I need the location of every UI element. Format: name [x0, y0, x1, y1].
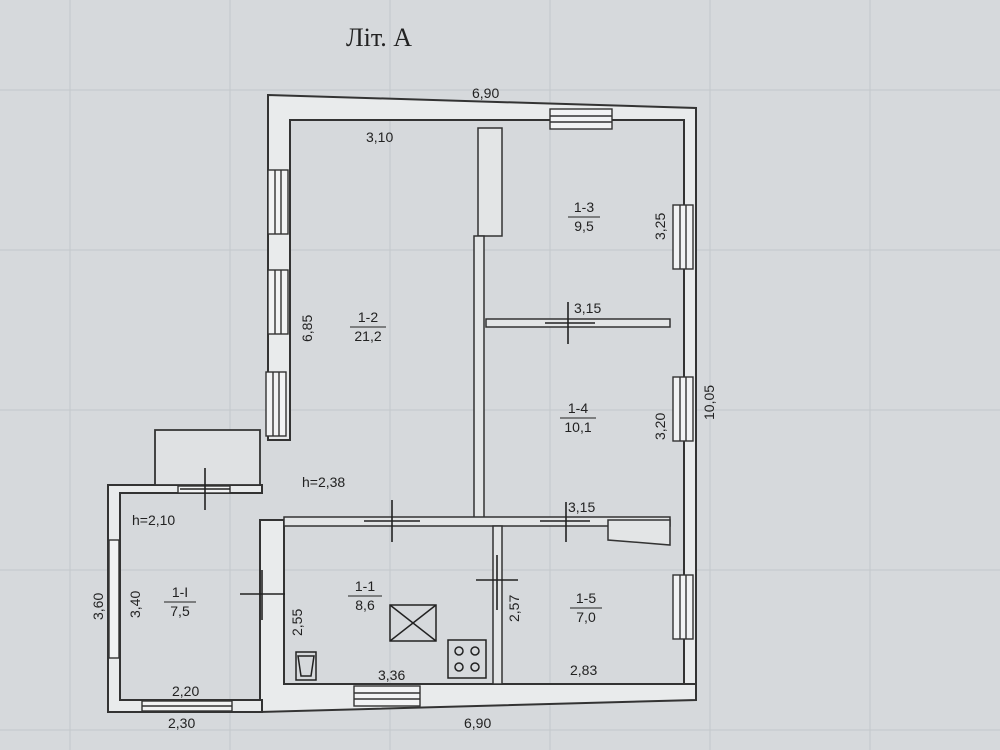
annex-ceiling-height: h=2,10	[132, 512, 175, 528]
room-1-3-id: 1-3	[574, 199, 594, 215]
door-14-15	[540, 502, 590, 542]
window-left-3	[265, 371, 287, 437]
room-labels: 1-2 21,2 1-3 9,5 1-4 10,1 1-5 7,0 1-1 8,…	[164, 199, 602, 625]
door-12-11	[364, 500, 420, 542]
window-right-1	[672, 204, 694, 270]
window-annex-bottom	[141, 700, 233, 712]
window-annex-left	[108, 539, 120, 659]
dimension-labels: 6,90 3,10 6,85 10,05 3,25 3,15 3,20 3,15…	[90, 85, 717, 731]
room-1-3-area: 9,5	[574, 218, 594, 234]
room-1-2-area: 21,2	[354, 328, 381, 344]
dim-bottom-outer: 6,90	[464, 715, 491, 731]
room-1-5-label: 1-5 7,0	[570, 590, 602, 625]
fixtures	[295, 604, 487, 681]
room-1-2-label: 1-2 21,2	[350, 309, 386, 344]
door-annex-entry	[180, 468, 230, 510]
dim-annex-inner-width: 2,20	[172, 683, 199, 699]
interior-partitions	[283, 127, 671, 685]
dim-top-inner: 3,10	[366, 129, 393, 145]
door-annex-11	[240, 570, 285, 620]
dim-room14-height: 3,20	[652, 413, 668, 440]
dim-annex-inner-height: 3,40	[127, 591, 143, 618]
dim-left-main: 6,85	[299, 315, 315, 342]
heating-stove-icon	[389, 604, 437, 642]
windows	[108, 108, 694, 712]
room-1-5-area: 7,0	[576, 609, 596, 625]
dim-room15-width-top: 3,15	[568, 499, 595, 515]
annex-walls	[107, 429, 263, 713]
room-1-1-label: 1-1 8,6	[348, 578, 382, 613]
room-1-1-area: 8,6	[355, 597, 375, 613]
room-1-2-id: 1-2	[358, 309, 378, 325]
dim-annex-outer-height: 3,60	[90, 593, 106, 620]
window-left-1	[267, 169, 289, 235]
dim-room15-width: 2,83	[570, 662, 597, 678]
room-annex-area: 7,5	[170, 603, 190, 619]
boiler-icon	[295, 651, 317, 681]
main-ceiling-height: h=2,38	[302, 474, 345, 490]
dim-room11-depth: 2,55	[289, 609, 305, 636]
room-1-4-id: 1-4	[568, 400, 588, 416]
room-annex-label: 1-І 7,5	[164, 584, 196, 619]
door-11-15	[476, 555, 518, 610]
room-1-5-id: 1-5	[576, 590, 596, 606]
dim-room11-width: 3,36	[378, 667, 405, 683]
window-bottom	[353, 685, 421, 707]
dim-annex-outer-width: 2,30	[168, 715, 195, 731]
gas-stove-icon	[447, 639, 487, 679]
dim-room13-width: 3,15	[574, 300, 601, 316]
room-annex-id: 1-І	[172, 584, 188, 600]
room-1-4-area: 10,1	[564, 419, 591, 435]
room-1-1-id: 1-1	[355, 578, 375, 594]
dim-top-outer: 6,90	[472, 85, 499, 101]
room-1-4-label: 1-4 10,1	[560, 400, 596, 435]
dim-right-outer: 10,05	[701, 385, 717, 420]
window-right-3	[672, 574, 694, 640]
room-1-3-label: 1-3 9,5	[568, 199, 600, 234]
window-top	[549, 108, 613, 130]
plan-title: Літ. А	[346, 23, 412, 52]
dim-room15-depth: 2,57	[506, 595, 522, 622]
door-13-14	[545, 302, 595, 344]
window-right-2	[672, 376, 694, 442]
dim-room13-height: 3,25	[652, 213, 668, 240]
doors	[180, 302, 595, 620]
window-left-2	[267, 269, 289, 335]
